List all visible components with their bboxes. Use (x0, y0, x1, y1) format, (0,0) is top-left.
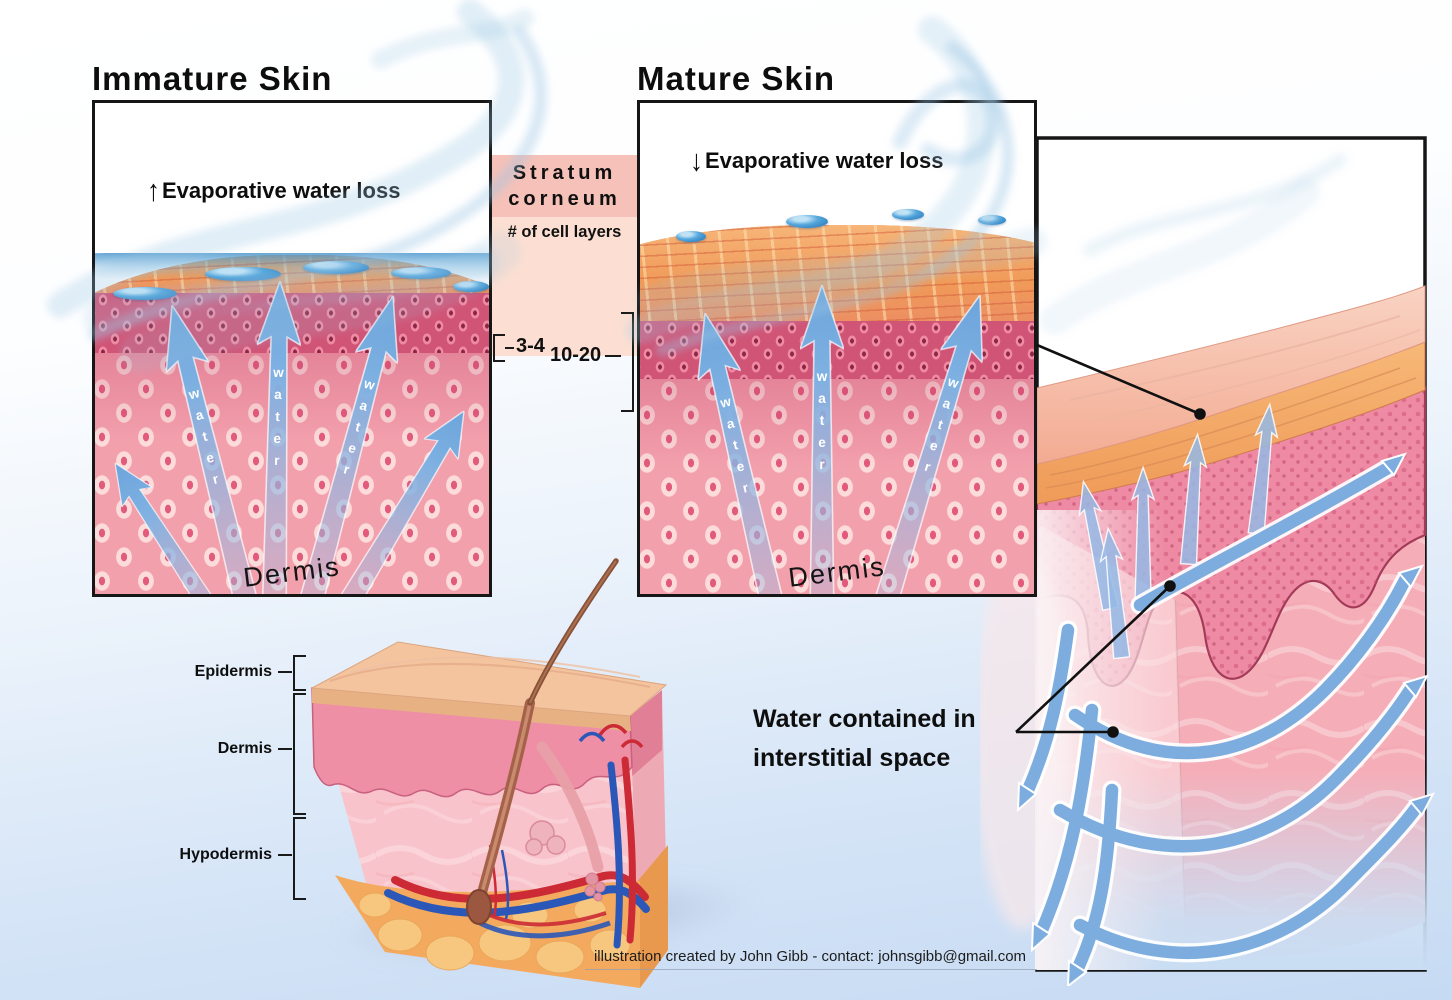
legend-title: Stratum corneum (492, 155, 637, 217)
credit-divider (585, 969, 1037, 970)
mature-evaporative-label: Evaporative water loss (705, 147, 944, 173)
hypodermis-bracket (293, 817, 306, 900)
immature-evaporative-annotation: ↑ Evaporative water loss (147, 172, 401, 208)
dermis-bracket (293, 693, 306, 815)
water-arrow: water (252, 280, 302, 594)
water-droplet (978, 215, 1006, 225)
water-droplet (892, 209, 924, 220)
water-droplet (453, 281, 489, 292)
water-arrow: water (800, 285, 844, 594)
immature-layers-value: 3-4 (516, 335, 545, 357)
epidermis-bracket (293, 655, 306, 691)
water-arrow (100, 453, 245, 594)
water-droplet (303, 261, 369, 274)
dermis-label: Dermis (217, 740, 272, 757)
legend-subtitle: # of cell layers (507, 223, 622, 241)
water-droplet (391, 267, 451, 279)
up-arrow-icon: ↑ (147, 172, 160, 208)
immature-skin-title: Immature Skin (92, 60, 333, 97)
down-arrow-icon: ↓ (690, 142, 703, 178)
mature-layers-dash (605, 355, 621, 357)
epidermis-label: Epidermis (194, 663, 272, 680)
mature-epidermis-cells (640, 379, 1034, 594)
hypodermis-label: Hypodermis (179, 846, 272, 863)
water-droplet (676, 231, 706, 242)
immature-skin-panel: ↑ Evaporative water loss water water wat… (92, 100, 492, 597)
water-arrow: water (684, 308, 801, 594)
water-arrow-label: water (269, 364, 287, 476)
interstitial-panel (980, 136, 1435, 986)
immature-evaporative-label: Evaporative water loss (162, 177, 401, 203)
legend-body: # of cell layers 3-4 10-20 (492, 217, 637, 412)
skin-anatomy-block (310, 558, 668, 988)
water-droplet (786, 215, 828, 228)
mature-layers-value: 10-20 (550, 344, 602, 366)
mature-evaporative-annotation: ↓ Evaporative water loss (690, 142, 944, 178)
hypodermis-label-row: Hypodermis (120, 846, 292, 864)
immature-layers-bracket (493, 334, 505, 362)
water-arrow (328, 401, 481, 594)
dermis-label-row: Dermis (120, 740, 292, 758)
mature-skin-panel: ↓ Evaporative water loss water water wat… (637, 100, 1037, 597)
epidermis-label-row: Epidermis (120, 663, 292, 681)
mature-skin-title: Mature Skin (637, 60, 836, 97)
mature-layers-bracket (621, 312, 634, 412)
water-droplet (113, 287, 177, 300)
stratum-corneum-legend: Stratum corneum # of cell layers 3-4 10-… (492, 155, 637, 412)
water-arrow-label: water (814, 369, 830, 479)
interstitial-caption: Water contained in interstitial space (753, 705, 976, 772)
water-droplet (205, 267, 281, 281)
credit-text: illustration created by John Gibb - cont… (593, 948, 1027, 965)
immature-layers-dash (505, 347, 514, 349)
